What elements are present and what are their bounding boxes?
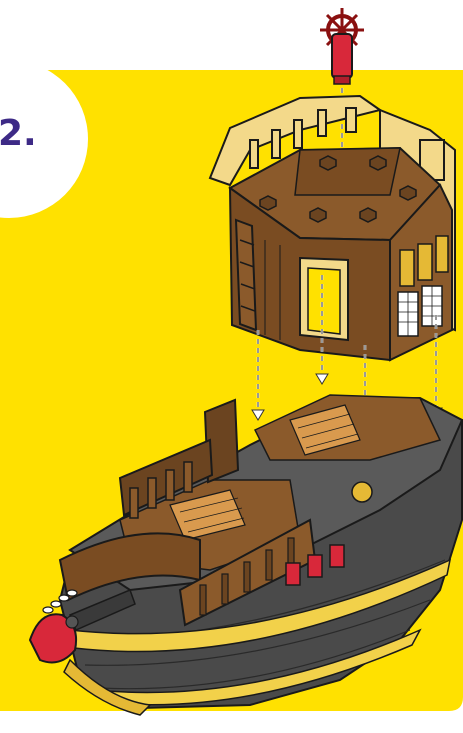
step-number: 2.	[0, 114, 38, 154]
instruction-panel: 2.	[0, 70, 463, 710]
step-badge: 2.	[0, 70, 88, 218]
